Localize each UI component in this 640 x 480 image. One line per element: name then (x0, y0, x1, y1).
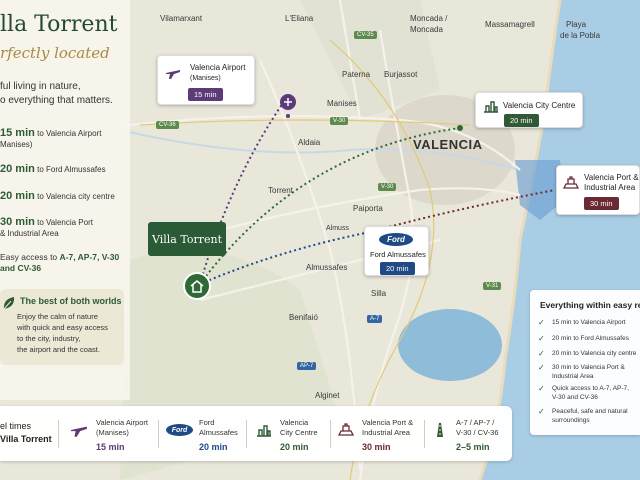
city-building-icon (484, 101, 498, 113)
divider (246, 420, 247, 448)
place-pobla: de la Pobla (560, 31, 601, 40)
place-paiporta: Paiporta (353, 204, 383, 213)
place-vilamarxant: Vilamarxant (160, 14, 203, 23)
place-silla: Silla (371, 289, 387, 298)
place-torrent: Torrent (268, 186, 293, 195)
travel-item-highways: A-7 / AP-7 / V-30 / CV-36 2–5 min (432, 414, 510, 454)
check-icon: ✓ (538, 363, 545, 372)
place-manises: Manises (327, 99, 357, 108)
travel-times-title: el times Villa Torrent (0, 421, 52, 444)
place-alginet: Alginet (315, 391, 340, 400)
travel-item-port: Valencia Port & Industrial Area 30 min (338, 414, 426, 454)
ford-logo-icon: Ford (166, 424, 193, 436)
road-v31: V-31 (483, 282, 502, 290)
leaf-icon (3, 297, 15, 310)
access-text: Easy access to A-7, AP-7, V-30 and CV-36 (0, 252, 120, 273)
check-icon: ✓ (538, 318, 545, 327)
road-a7: A-7 (367, 315, 383, 323)
road-v30-b: V-30 (378, 183, 397, 191)
time-item-airport: 15 min to Valencia Airport Manises) (0, 127, 102, 150)
home-icon (190, 279, 204, 293)
road-ap7: AP-7 (297, 362, 317, 370)
place-eliana: L'Eliana (285, 14, 314, 23)
travel-item-city: Valencia City Centre 20 min (256, 414, 332, 454)
airport-pin-icon[interactable] (280, 94, 296, 118)
callout-ford[interactable]: Ford Ford Almussafes 20 min (364, 226, 429, 276)
brand-subtitle: rfectly located (0, 44, 110, 62)
place-playa: Playa (566, 20, 587, 29)
plane-icon (166, 70, 180, 79)
time-item-port: 30 min to Valencia Port & Industrial Are… (0, 216, 93, 239)
route-airport (199, 99, 286, 285)
port-area-highlight (515, 160, 565, 220)
road-v30-a: V-30 (330, 117, 349, 125)
port-icon (563, 176, 579, 189)
check-icon: ✓ (538, 349, 545, 358)
place-almussafes-road: Almuss (326, 225, 349, 232)
travel-times-bar: el times Villa Torrent Valencia Airport … (0, 406, 512, 461)
place-moncada-2: Moncada (410, 25, 443, 34)
time-item-ford: 20 min to Ford Almussafes (0, 163, 106, 175)
travel-item-airport: Valencia Airport (Manises) 15 min (70, 414, 160, 454)
callout-city-centre[interactable]: Valencia City Centre 20 min (475, 92, 583, 128)
plane-icon (71, 426, 87, 437)
road-cv35: CV-35 (354, 31, 377, 39)
place-benifaio: Benifaió (289, 313, 318, 322)
route-city-centre (199, 127, 461, 285)
best-of-both-worlds-box: The best of both worlds Enjoy the calm o… (0, 289, 124, 365)
albufera-lagoon (398, 309, 502, 381)
place-massamagrell: Massamagrell (485, 20, 535, 29)
brand-title: lla Torrent (0, 12, 118, 37)
travel-item-ford: Ford Ford Almussafes 20 min (166, 414, 246, 454)
city-building-icon (257, 425, 271, 437)
villa-torrent-marker[interactable] (183, 272, 211, 300)
place-valencia: VALENCIA (413, 137, 483, 152)
city-centre-dot (457, 125, 463, 131)
check-icon: ✓ (538, 407, 545, 416)
callout-airport[interactable]: Valencia Airport (Manises) 15 min (157, 55, 255, 105)
urban-area-north (300, 0, 440, 120)
place-aldaia: Aldaia (298, 138, 321, 147)
place-burjassot: Burjassot (384, 70, 418, 79)
turia-river (119, 129, 521, 171)
divider (330, 420, 331, 448)
info-panel-left: lla Torrent rfectly located ful living i… (0, 0, 130, 400)
ford-logo-icon: Ford (379, 233, 413, 246)
place-moncada: Moncada / (410, 14, 448, 23)
port-icon (338, 423, 354, 436)
time-item-city: 20 min to Valencia city centre (0, 190, 115, 202)
intro-text: ful living in nature, o everything that … (0, 81, 113, 106)
place-paterna: Paterna (342, 70, 371, 79)
right-summary-panel: Everything within easy reac ✓15 min to V… (530, 290, 640, 435)
road-cv36: CV-36 (156, 121, 179, 129)
highway-icon (437, 423, 443, 437)
route-ford (199, 231, 371, 285)
check-icon: ✓ (538, 334, 545, 343)
place-almussafes: Almussafes (306, 263, 348, 272)
check-icon: ✓ (538, 384, 545, 393)
divider (158, 420, 159, 448)
callout-port[interactable]: Valencia Port & Industrial Area 30 min (556, 165, 640, 215)
villa-torrent-label[interactable]: Villa Torrent (148, 222, 226, 256)
divider (424, 420, 425, 448)
divider (58, 420, 59, 448)
